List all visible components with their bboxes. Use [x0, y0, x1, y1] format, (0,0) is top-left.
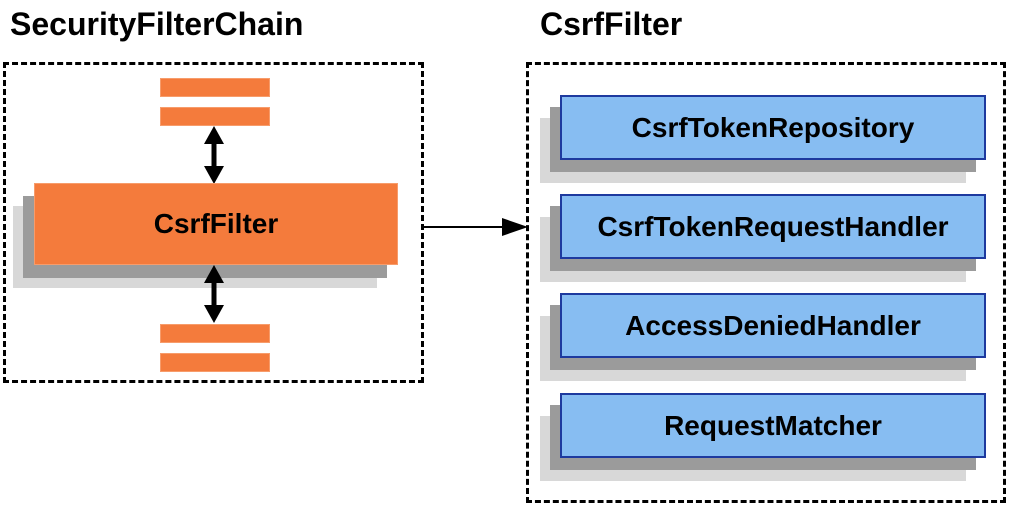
security-filter-chain-container	[3, 62, 424, 383]
csrf-filter-title: CsrfFilter	[540, 6, 683, 42]
component-csrf-token-repository: CsrfTokenRepository	[560, 95, 986, 160]
filter-placeholder-bar	[160, 353, 270, 372]
component-csrf-token-request-handler: CsrfTokenRequestHandler	[560, 194, 986, 259]
filter-placeholder-bar	[160, 78, 270, 97]
double-arrow-icon	[204, 265, 224, 323]
security-filter-chain-title: SecurityFilterChain	[10, 6, 304, 42]
filter-placeholder-bar	[160, 324, 270, 343]
component-access-denied-handler: AccessDeniedHandler	[560, 293, 986, 358]
component-label: RequestMatcher	[664, 409, 882, 441]
component-label: AccessDeniedHandler	[625, 309, 921, 341]
double-arrow-icon	[204, 126, 224, 184]
component-label: CsrfTokenRepository	[631, 111, 915, 143]
component-label: CsrfTokenRequestHandler	[597, 210, 949, 242]
csrf-filter-node: CsrfFilter	[34, 183, 398, 265]
arrow-right-icon	[424, 218, 528, 236]
filter-placeholder-bar	[160, 107, 270, 126]
csrf-filter-node-label: CsrfFilter	[153, 208, 279, 239]
csrf-filter-container	[526, 62, 1006, 503]
component-request-matcher: RequestMatcher	[560, 393, 986, 458]
